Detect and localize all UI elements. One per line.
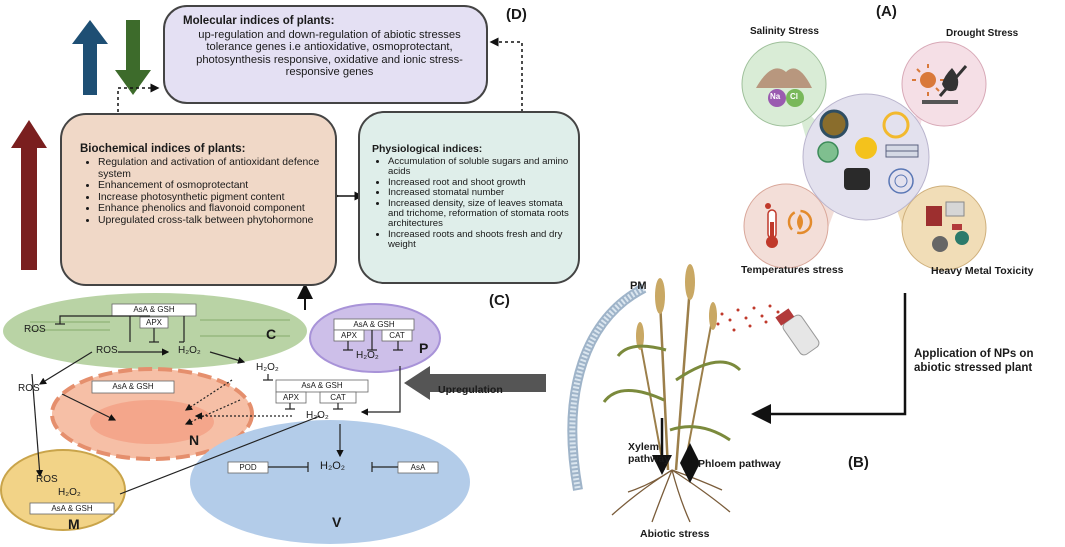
vacuole-h2o2-label: H₂O₂ (320, 460, 346, 472)
biochemical-item: Enhancement of osmoprotectant (98, 180, 327, 192)
application-line-1: Application of NPs on (914, 348, 1034, 360)
physiological-item: Accumulation of soluble sugars and amino… (388, 156, 570, 178)
cytosol-h2o2-label: H₂O₂ (306, 410, 329, 421)
temperature-petal (743, 183, 829, 269)
temperature-stress-label: Temperatures stress (741, 264, 844, 276)
physiological-item: Increased roots and shoots fresh and dry… (388, 229, 570, 251)
peroxisome-cat-label: CAT (389, 331, 405, 340)
xylem-label-line-2: pathway (628, 453, 671, 465)
upregulation-label: Upregulation (438, 384, 503, 396)
physio-to-molecular-connector (489, 37, 523, 112)
chloroplast-ros-label-1: ROS (24, 324, 46, 335)
application-label: Application of NPs on abiotic stressed p… (914, 347, 1033, 375)
cl-label: Cl (790, 92, 798, 101)
biochemical-item: Increase photosynthetic pigment content (98, 192, 327, 204)
molecular-body: up-regulation and down-regulation of abi… (196, 29, 463, 79)
mitochondria-ros-label: ROS (36, 474, 58, 485)
na-label: Na (770, 92, 781, 101)
xylem-label: Xylem pathway (628, 441, 670, 465)
stress-petals-group (741, 41, 987, 271)
nanoparticle-core-icon (819, 109, 849, 139)
biochem-to-molecular-connector (117, 83, 160, 118)
cytosol-asa-gsh-label: AsA & GSH (301, 381, 343, 390)
panel-label-a: (A) (876, 3, 897, 20)
organelle-n-label: N (189, 432, 200, 448)
drought-stress-label: Drought Stress (946, 28, 1019, 39)
xylem-label-line-1: Xylem (628, 441, 659, 453)
chloroplast-asa-gsh-label: AsA & GSH (133, 305, 175, 314)
peroxisome-h2o2-label: H₂O₂ (356, 350, 379, 361)
chloroplast-apx-label: APX (145, 318, 162, 327)
application-line-2: abiotic stressed plant (914, 362, 1033, 374)
biochemical-item: Enhance phenolics and flavonoid componen… (98, 203, 327, 215)
nanoparticle-mesh-icon (817, 141, 839, 163)
heat-cycle-icon (787, 209, 813, 235)
vacuole (190, 420, 470, 544)
peroxisome-asa-gsh-label: AsA & GSH (353, 320, 395, 329)
molecular-indices-box: Molecular indices of plants: up-regulati… (163, 5, 488, 104)
organelle-p-label: P (419, 340, 429, 356)
upregulation-arrow-icon (72, 20, 108, 95)
abiotic-stress-label: Abiotic stress (640, 528, 710, 540)
increase-arrow-icon (11, 120, 47, 270)
biochemical-item: Upregulated cross-talk between phytohorm… (98, 215, 327, 227)
panel-label-c: (C) (489, 292, 510, 309)
physiological-title: Physiological indices: (372, 143, 483, 155)
pm-label: PM (630, 280, 647, 292)
salinity-stress-label: Salinity Stress (750, 26, 819, 37)
mitochondria-h2o2-label: H₂O₂ (58, 487, 81, 498)
chloroplast (3, 293, 307, 369)
peroxisome (309, 303, 441, 373)
cytosol-apx-label: APX (282, 393, 299, 402)
heavy-metal-stress-label: Heavy Metal Toxicity (931, 265, 1034, 277)
plant-illustration (567, 264, 820, 523)
biochemical-item: Regulation and activation of antioxidant… (98, 157, 327, 180)
physiological-item: Increased stomatal number (388, 187, 570, 198)
fullerene-icon (888, 168, 914, 194)
heavy-metal-petal (901, 185, 987, 271)
downregulation-arrow-icon (115, 20, 151, 95)
nanoparticle-ring-icon (882, 111, 910, 139)
physiological-indices-box: Physiological indices: Accumulation of s… (358, 111, 580, 284)
upregulation-arrow (404, 366, 546, 400)
vacuole-asa-label: AsA (410, 463, 426, 472)
sodium-ion-icon (768, 89, 786, 107)
panel-label-b: (B) (848, 454, 869, 471)
chloroplast-ros-label-2: ROS (96, 345, 118, 356)
salt-pile-icon (756, 68, 812, 88)
chloride-ion-icon (786, 89, 804, 107)
organelle-m-label: M (68, 516, 80, 532)
application-arrow (751, 293, 907, 424)
sun-icon (920, 72, 936, 88)
physiological-list: Accumulation of soluble sugars and amino… (372, 156, 570, 251)
chloroplast-h2o2-label: H₂O₂ (178, 345, 201, 356)
vacuole-pod-label: POD (239, 463, 257, 472)
carbon-block-icon (844, 168, 870, 190)
nanoparticle-gold-icon (855, 137, 877, 159)
panel-label-d: (D) (506, 6, 527, 23)
biochemical-indices-box: Biochemical indices of plants: Regulatio… (60, 113, 337, 286)
left-ros-label: ROS (18, 383, 40, 394)
physiological-item: Increased root and shoot growth (388, 177, 570, 188)
molecular-title: Molecular indices of plants: (183, 15, 335, 27)
cytosol-cat-label: CAT (330, 393, 346, 402)
peroxisome-apx-label: APX (340, 331, 357, 340)
metal-container-icon (926, 206, 942, 226)
cell-diagram (0, 293, 470, 544)
biochemical-title: Biochemical indices of plants: (80, 143, 246, 155)
nucleus-asa-gsh-label: AsA & GSH (112, 382, 154, 391)
cytosol-h2o2-label-top: H₂O₂ (256, 362, 279, 373)
biochemical-list: Regulation and activation of antioxidant… (80, 157, 327, 227)
mitochondria-asa-gsh-label: AsA & GSH (51, 504, 93, 513)
no-water-drop-icon (942, 68, 959, 92)
organelle-c-label: C (266, 326, 277, 342)
physiological-item: Increased density, size of leaves stomat… (388, 198, 570, 230)
phloem-label: Phloem pathway (698, 458, 781, 470)
organelle-v-label: V (332, 514, 342, 530)
